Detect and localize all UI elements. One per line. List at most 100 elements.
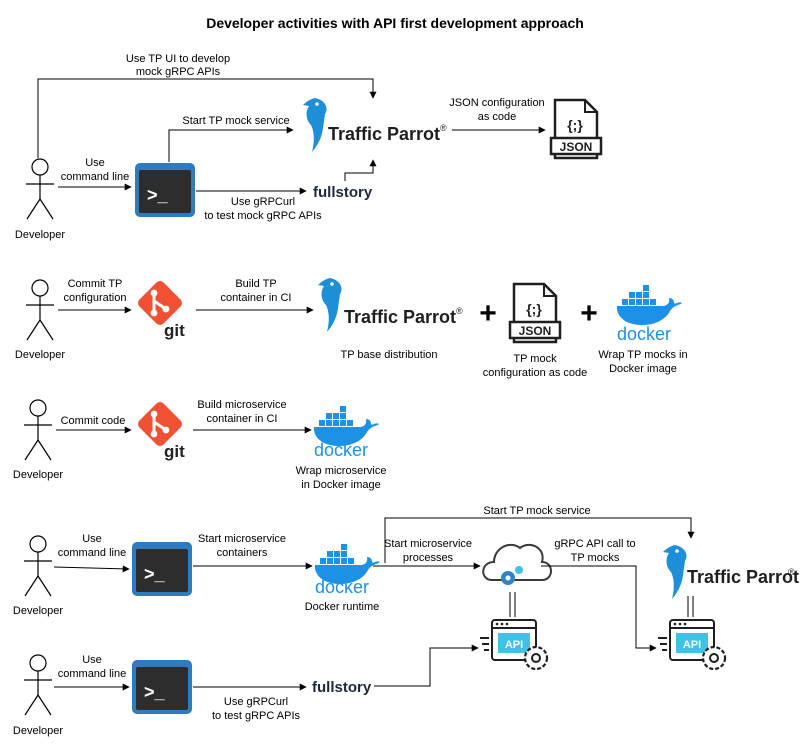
caption-tp-base: TP base distribution [340,349,437,361]
arrow-fullstory-tp [344,159,377,181]
tp-text: Traffic Parrot [687,567,799,587]
docker-logo: docker [616,285,682,344]
developer-label: Developer [13,469,63,481]
developer-actor [25,279,55,341]
label-commit-code: Commit code [61,415,126,427]
docker-text: docker [315,577,369,597]
developer-label: Developer [15,229,65,241]
docker-logo: docker [314,544,380,597]
row-4: Developer Use command line >_ Start micr… [13,505,799,671]
developer-actor [23,399,53,461]
fullstory-logo: fullstory [313,184,373,201]
terminal-prompt: >_ [144,564,166,584]
label-proc-2: processes [403,552,454,564]
label-build-tp-2: container in CI [221,292,292,304]
terminal-prompt: >_ [144,682,166,702]
label-commit-tp-1: Commit TP [68,278,123,290]
row-2: Developer Commit TP configuration git Bu… [15,277,688,379]
label-commit-tp-2: configuration [64,292,127,304]
label-use: Use [82,654,102,666]
label-grpcurl-3: Use gRPCurl [224,696,288,708]
git-logo: git [134,398,186,461]
json-braces: {;} [567,117,583,133]
json-file-icon: {;} JSON [508,282,562,344]
plus-icon: + [580,297,598,330]
label-cmd-line: command line [58,668,126,680]
label-start-micro-1: Start microservice [198,533,286,545]
api-service-icon: API [478,618,549,671]
diagram-title: Developer activities with API first deve… [206,15,584,31]
label-cmd-line: command line [58,547,126,559]
caption-tp-mock-2: configuration as code [483,367,588,379]
docker-text: docker [314,440,368,460]
git-text: git [164,442,185,461]
row-3: Developer Commit code git Build microser… [13,398,387,491]
label-proc-1: Start microservice [384,538,472,550]
label-use: Use [85,157,105,169]
label-tp-ui-1: Use TP UI to develop [126,53,230,65]
row-1: Developer Use TP UI to develop mock gRPC… [15,53,603,241]
tp-registered: ® [440,123,447,133]
tp-text: Traffic Parrot [344,307,456,327]
terminal-icon: >_ [132,660,192,714]
label-call-1: gRPC API call to [554,538,635,550]
row-5: Developer Use command line >_ Use gRPCur… [13,644,479,737]
api-mock-icon: API [656,618,727,671]
label-build-micro-2: container in CI [207,413,278,425]
cloud-icon [482,543,552,585]
terminal-prompt: >_ [147,185,169,205]
tp-registered: ® [788,567,795,577]
arrow-start-tp-2 [384,517,695,563]
label-grpcurl-2: to test mock gRPC APIs [204,210,322,222]
label-use: Use [82,533,102,545]
caption-wrap-tp-1: Wrap TP mocks in [598,349,687,361]
developer-label: Developer [15,349,65,361]
tp-registered: ® [456,306,463,316]
git-logo: git [134,277,186,340]
caption-wrap-micro-1: Wrap microservice [296,465,387,477]
json-text: JSON [560,140,593,154]
label-cmd-line: command line [61,171,129,183]
traffic-parrot-logo: Traffic Parrot ® [318,278,463,332]
arrow-tp-ui [37,78,377,158]
label-start-tp: Start TP mock service [182,115,289,127]
terminal-icon: >_ [135,163,195,217]
plus-icon: + [479,297,497,330]
label-grpcurl-1: Use gRPCurl [231,196,295,208]
json-braces: {;} [526,301,542,317]
label-json-1: JSON configuration [449,97,544,109]
label-grpcurl-4: to test gRPC APIs [212,710,301,722]
arrow-grpc-call [541,565,657,652]
fullstory-logo: fullstory [312,679,372,696]
label-build-tp-1: Build TP [235,278,276,290]
caption-docker-runtime: Docker runtime [305,601,380,613]
traffic-parrot-logo: Traffic Parrot ® [663,545,799,599]
git-text: git [164,321,185,340]
tp-text: Traffic Parrot [328,124,440,144]
traffic-parrot-logo: Traffic Parrot ® [303,98,447,152]
developer-actor [23,535,53,597]
label-tp-ui-2: mock gRPC APIs [136,66,221,78]
docker-logo: docker [313,406,379,460]
arrow-start-tp [168,126,294,162]
label-json-2: as code [478,111,517,123]
developer-label: Developer [13,725,63,737]
api-text: API [505,639,523,651]
label-build-micro-1: Build microservice [197,399,286,411]
json-text: JSON [519,324,552,338]
label-call-2: TP mocks [571,552,620,564]
arrow-cmd-2 [53,565,130,573]
caption-wrap-tp-2: Docker image [609,363,677,375]
label-start-micro-2: containers [217,547,268,559]
docker-text: docker [617,324,671,344]
label-start-tp-2: Start TP mock service [483,505,590,517]
json-file-icon: {;} JSON [549,98,603,160]
caption-wrap-micro-2: in Docker image [301,479,380,491]
developer-actor [25,158,55,220]
arrow-fullstory-api [374,644,479,687]
developer-label: Developer [13,605,63,617]
developer-actor [23,654,53,716]
caption-tp-mock-1: TP mock [513,353,557,365]
terminal-icon: >_ [132,542,192,596]
